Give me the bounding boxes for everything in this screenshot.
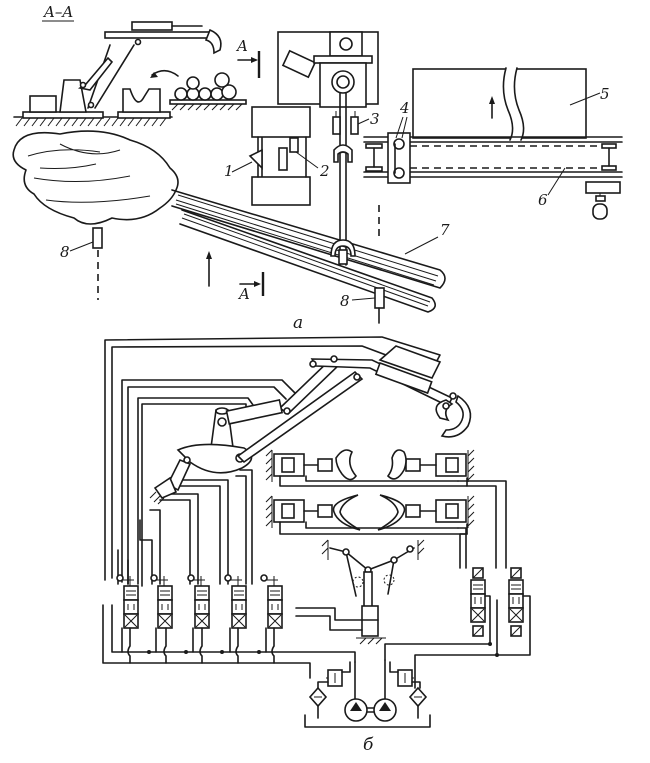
subfigure-a-caption: а — [293, 313, 303, 333]
limit-switch — [332, 116, 341, 135]
hydraulic-line — [457, 480, 507, 569]
feed-roller-linkage — [321, 539, 425, 645]
callout-7: 7 — [440, 221, 450, 239]
section-a-a-view: A–A — [13, 3, 247, 127]
directional-valve — [224, 574, 247, 629]
callout-2: 2 — [319, 162, 330, 180]
cradle-base-plate — [117, 111, 171, 119]
rack-hatching — [171, 103, 243, 111]
clamp-cylinder-lower-left — [265, 494, 361, 531]
manipulator-base-plate — [22, 111, 104, 119]
hook-shank — [338, 249, 348, 265]
ground-hatching — [15, 117, 167, 127]
feed-saw-unit: 3 — [277, 31, 380, 266]
delimbing-frame-bottom — [251, 176, 311, 206]
limit-switch-3 — [350, 116, 359, 135]
clamp-line — [305, 475, 459, 482]
solenoid-valve — [508, 567, 524, 637]
log-hook — [330, 239, 356, 257]
slewing-base — [176, 443, 253, 474]
curved-knife-left — [332, 494, 361, 531]
clamp-jaws — [333, 144, 353, 163]
log-stack — [174, 72, 237, 101]
section-marker-label: A — [237, 285, 250, 303]
return-manifold — [414, 595, 531, 689]
feed-roller-hub — [336, 75, 350, 89]
hydraulic-line — [457, 527, 468, 569]
manipulator-upper-arm — [104, 31, 214, 39]
directional-valve — [187, 574, 210, 629]
subfigure-b-caption: б — [363, 735, 374, 755]
section-marker-label: A — [235, 37, 248, 55]
control-block — [29, 95, 57, 113]
gripper-jaw — [204, 28, 222, 55]
coupling — [595, 195, 606, 202]
callout-5: 5 — [600, 85, 610, 103]
feed-cylinder — [361, 605, 379, 637]
pressure-sensor-2 — [289, 137, 299, 153]
slewing-cylinder — [225, 398, 284, 425]
clamp-line — [279, 475, 468, 487]
sensor-8-left: 8 — [60, 227, 103, 300]
gearbox — [585, 181, 621, 194]
callout-3: 3 — [370, 110, 380, 128]
manipulator-schematic — [149, 345, 472, 505]
log-pile-area-5 — [412, 68, 587, 139]
callout-1: 1 — [224, 162, 234, 180]
v-cradle — [122, 88, 161, 113]
return-manifold — [102, 604, 311, 679]
delimbing-frame-top — [251, 106, 311, 138]
grapple-toothed-jaw — [440, 394, 472, 438]
section-marker-top: A — [235, 37, 261, 78]
tilt-mount — [153, 476, 178, 499]
pivot-pin — [87, 101, 95, 109]
tank-bracket — [304, 714, 431, 728]
pump-station — [304, 659, 431, 728]
conveyor: 5 6 4 — [363, 66, 623, 220]
pressure-manifold — [111, 604, 356, 663]
pivot-pin — [134, 38, 142, 46]
drive-motor — [592, 203, 608, 220]
knife-cylinder — [278, 147, 288, 171]
main-boom — [236, 370, 364, 464]
directional-valve — [260, 574, 283, 629]
section-label: A–A — [42, 3, 73, 21]
solenoid-valve — [470, 567, 486, 637]
feed-direction-arrow — [206, 251, 212, 287]
log-trunks: 7 — [171, 189, 450, 313]
clamp-lever — [386, 449, 407, 480]
upper-hydraulic-cylinder — [131, 21, 173, 31]
arrow-head — [150, 72, 158, 78]
section-marker-bottom: A — [237, 272, 265, 303]
curved-knife-right — [377, 494, 406, 531]
callout-8: 8 — [60, 243, 70, 261]
clamp-line — [279, 521, 468, 535]
valve-bank-left — [102, 574, 356, 679]
pivot-pin — [79, 81, 87, 89]
callout-8: 8 — [340, 292, 350, 310]
callout-4: 4 — [399, 99, 410, 117]
hydraulic-line — [295, 607, 363, 631]
jib-cylinder-mount — [378, 345, 442, 379]
leader-line-7 — [404, 236, 439, 255]
saw-blade-guard — [281, 49, 317, 79]
carriage-beam — [313, 55, 373, 64]
callout-6: 6 — [538, 191, 548, 209]
clamp-cylinder-lower-right — [377, 494, 475, 531]
directional-valve — [116, 574, 139, 629]
tree-crown — [12, 130, 179, 225]
sensor-8-right: 8 — [340, 205, 385, 324]
clamp-line — [305, 521, 459, 529]
valve-bank-right — [384, 567, 531, 689]
clamp-cylinder-upper-right — [386, 449, 475, 482]
motor-pulley — [339, 37, 353, 51]
clamp-lever — [335, 449, 358, 481]
delimbing-unit: 1 2 — [224, 106, 330, 206]
clamp-cylinder-upper-left — [265, 449, 358, 482]
delimbing-knife-1 — [248, 148, 263, 170]
jib-cylinder — [374, 361, 433, 395]
directional-valve — [150, 574, 173, 629]
